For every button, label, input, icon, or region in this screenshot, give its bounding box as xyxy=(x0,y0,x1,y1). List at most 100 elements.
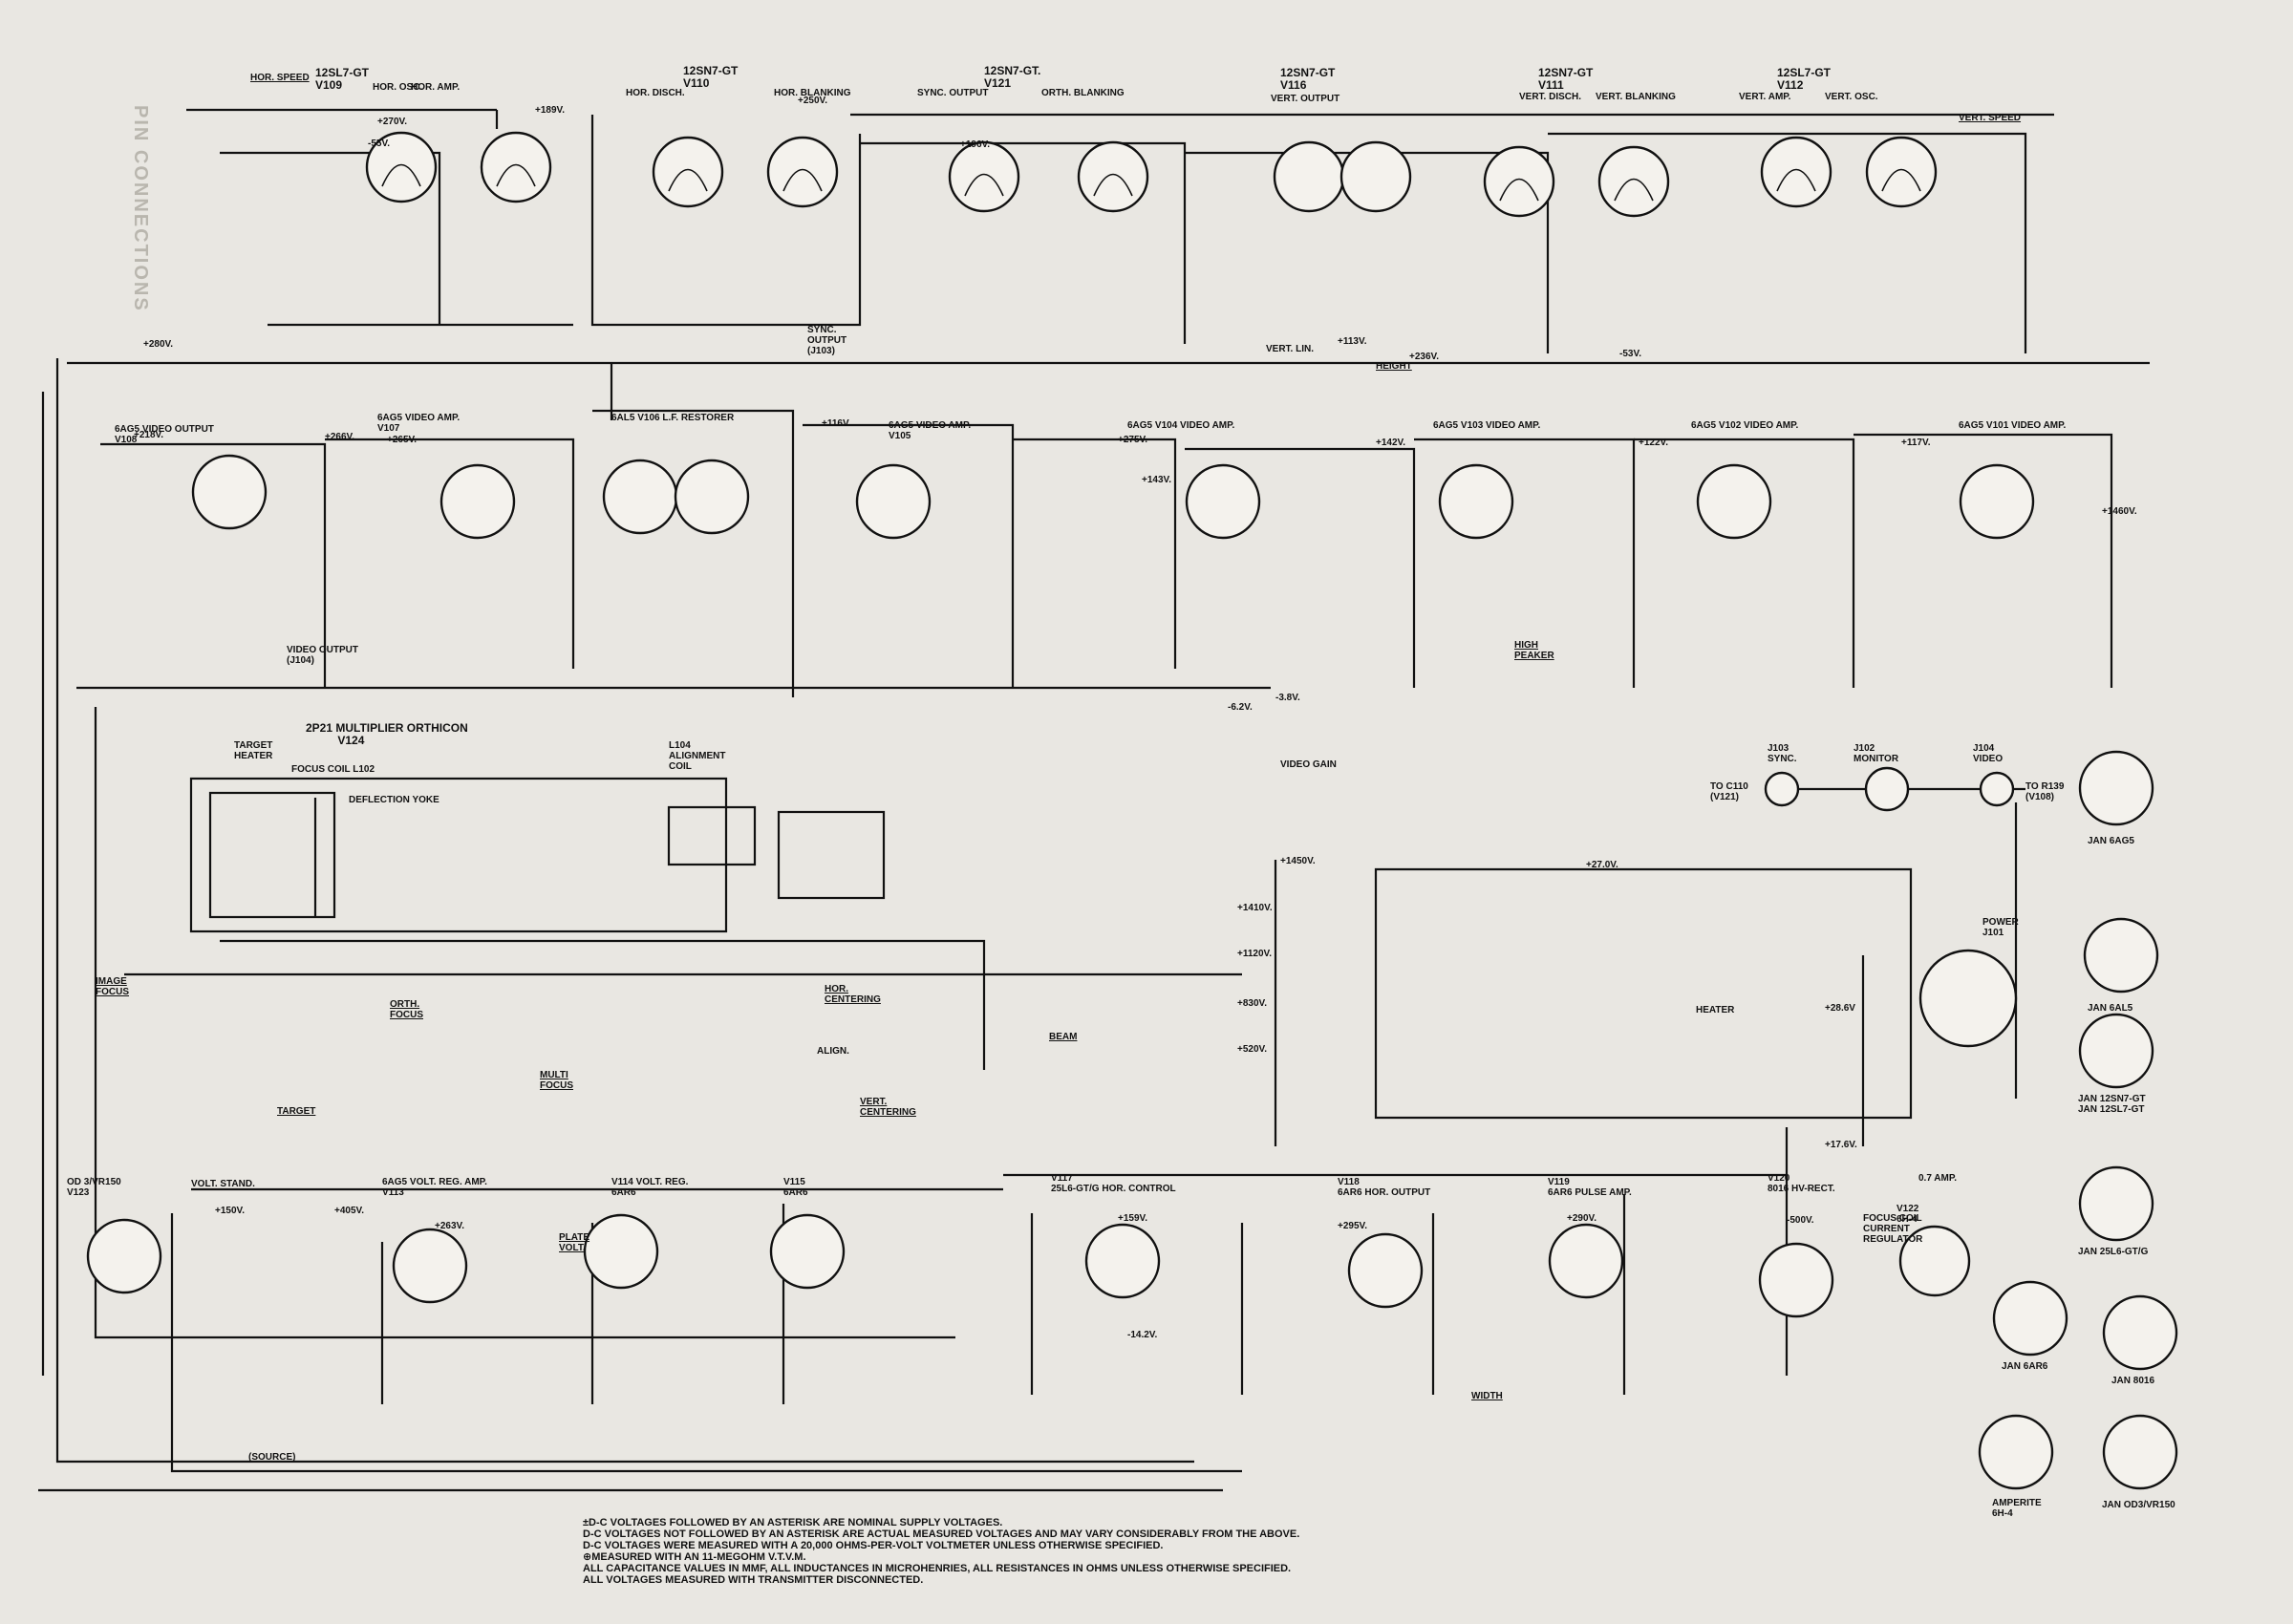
label-orth-focus: ORTH. FOCUS xyxy=(390,999,423,1020)
label-high-peaker: HIGH PEAKER xyxy=(1514,640,1554,661)
voltage-label: +295V. xyxy=(1338,1221,1368,1231)
voltage-label: -14.2V. xyxy=(1127,1330,1158,1340)
label-j103: J103 SYNC. xyxy=(1768,743,1797,764)
base-od3: JAN OD3/VR150 xyxy=(2102,1500,2175,1510)
label-target-heater: TARGET HEATER xyxy=(234,740,273,761)
tube-title-v102: 6AG5 V102 VIDEO AMP. xyxy=(1691,420,1799,431)
note-line: ±D-C VOLTAGES FOLLOWED BY AN ASTERISK AR… xyxy=(583,1517,1003,1528)
label-source: (SOURCE) xyxy=(248,1452,296,1463)
tube-function-v109b: HOR. AMP. xyxy=(411,82,461,93)
label-hor-speed: HOR. SPEED xyxy=(250,73,310,83)
voltage-label: +159V. xyxy=(1118,1213,1148,1224)
voltage-label: +189V. xyxy=(535,105,566,116)
label-plate-volt: PLATE VOLT. xyxy=(559,1232,590,1253)
voltage-label: +265V. xyxy=(387,435,418,445)
note-line: ALL VOLTAGES MEASURED WITH TRANSMITTER D… xyxy=(583,1574,924,1586)
label-video-output: VIDEO OUTPUT (J104) xyxy=(287,645,359,666)
tube-title-v107: 6AG5 VIDEO AMP.V107 xyxy=(377,413,461,434)
voltage-label: +280V. xyxy=(143,339,174,350)
tube-title-v106: 6AL5 V106 L.F. RESTORER xyxy=(611,413,735,423)
tube-title-v114: V114 VOLT. REG.6AR6 xyxy=(611,1177,689,1198)
tube-title-v105: 6AG5 VIDEO AMP.V105 xyxy=(889,420,972,441)
label-j104: J104 VIDEO xyxy=(1973,743,2004,764)
voltage-label: +1460V. xyxy=(2102,506,2137,517)
label-beam: BEAM xyxy=(1049,1032,1078,1042)
voltage-label: -55V. xyxy=(368,139,390,149)
base-6ar6: JAN 6AR6 xyxy=(2002,1361,2048,1372)
label-focus-coil: FOCUS COIL L102 xyxy=(291,764,375,775)
tube-function-v111b: VERT. BLANKING xyxy=(1596,92,1676,102)
label-vert-lin: VERT. LIN. xyxy=(1266,344,1315,354)
label-image-focus: IMAGE FOCUS xyxy=(96,976,129,997)
label-vert-centering: VERT. CENTERING xyxy=(860,1097,916,1118)
voltage-label: +1450V. xyxy=(1280,856,1316,866)
tube-function-v123: VOLT. STAND. xyxy=(191,1179,255,1189)
voltage-label: +830V. xyxy=(1237,998,1268,1009)
voltage-label: +122V. xyxy=(1639,438,1669,448)
label-current: 0.7 AMP. xyxy=(1918,1173,1958,1184)
voltage-label: +28.6V xyxy=(1825,1003,1855,1014)
base-25l6: JAN 25L6-GT/G xyxy=(2078,1247,2149,1257)
voltage-label: +116V. xyxy=(822,418,851,429)
base-6h4: AMPERITE 6H-4 xyxy=(1992,1498,2042,1519)
voltage-label: +113V. xyxy=(1338,336,1367,347)
voltage-label: +263V. xyxy=(435,1221,465,1231)
voltage-label: -3.8V. xyxy=(1275,693,1300,703)
label-width: WIDTH xyxy=(1471,1391,1503,1401)
label-multi-focus: MULTI FOCUS xyxy=(540,1070,573,1091)
label-focus-coil-regulator: FOCUS COIL CURRENT REGULATOR xyxy=(1863,1213,1923,1245)
tube-function-v112: VERT. AMP. xyxy=(1739,92,1791,102)
voltage-label: +290V. xyxy=(1567,1213,1597,1224)
tube-title-v124: 2P21 MULTIPLIER ORTHICON V124 xyxy=(306,721,468,747)
schematic-notes: ±D-C VOLTAGES FOLLOWED BY AN ASTERISK AR… xyxy=(583,1517,1299,1586)
voltage-label: +520V. xyxy=(1237,1044,1268,1055)
voltage-label: +150V. xyxy=(215,1206,246,1216)
note-line: ⊕MEASURED WITH AN 11-MEGOHM V.T.V.M. xyxy=(583,1551,806,1563)
voltage-label: +27.0V. xyxy=(1586,860,1618,870)
voltage-label: +142V. xyxy=(1376,438,1406,448)
label-align: ALIGN. xyxy=(817,1046,849,1057)
label-to-r139: TO R139 (V108) xyxy=(2025,781,2065,802)
note-line: D-C VOLTAGES WERE MEASURED WITH A 20,000… xyxy=(583,1540,1164,1551)
tube-title-v103: 6AG5 V103 VIDEO AMP. xyxy=(1433,420,1541,431)
voltage-label: +17.6V. xyxy=(1825,1140,1857,1150)
label-height: HEIGHT xyxy=(1376,361,1412,372)
base-12sn7: JAN 12SN7-GT JAN 12SL7-GT xyxy=(2078,1094,2146,1115)
label-target: TARGET xyxy=(277,1106,316,1117)
voltage-label: +1120V. xyxy=(1237,949,1273,959)
voltage-label: +236V. xyxy=(1409,352,1440,362)
label-video-gain: VIDEO GAIN xyxy=(1280,759,1337,770)
voltage-label: +266V. xyxy=(325,432,355,442)
label-hor-centering: HOR. CENTERING xyxy=(825,984,881,1005)
base-6ag5: JAN 6AG5 xyxy=(2088,836,2134,846)
label-heater: HEATER xyxy=(1696,1005,1735,1015)
tube-function-v121: SYNC. OUTPUT xyxy=(917,88,989,98)
voltage-label: +218V. xyxy=(134,430,164,440)
tube-function-v111: VERT. DISCH. xyxy=(1519,92,1582,102)
label-sync-output: SYNC. OUTPUT (J103) xyxy=(807,325,847,356)
tube-function-v116: VERT. OUTPUT xyxy=(1271,94,1340,104)
label-deflection-yoke: DEFLECTION YOKE xyxy=(349,795,439,805)
base-6al5: JAN 6AL5 xyxy=(2088,1003,2133,1014)
tube-title-v113: 6AG5 VOLT. REG. AMP.V113 xyxy=(382,1177,487,1198)
voltage-label: +143V. xyxy=(1142,475,1172,485)
label-j102: J102 MONITOR xyxy=(1854,743,1899,764)
voltage-label: +1410V. xyxy=(1237,903,1273,913)
tube-function-v110b: HOR. BLANKING xyxy=(774,88,851,98)
note-line: ALL CAPACITANCE VALUES IN MMF, ALL INDUC… xyxy=(583,1563,1292,1574)
tube-function-v112b: VERT. OSC. xyxy=(1825,92,1878,102)
